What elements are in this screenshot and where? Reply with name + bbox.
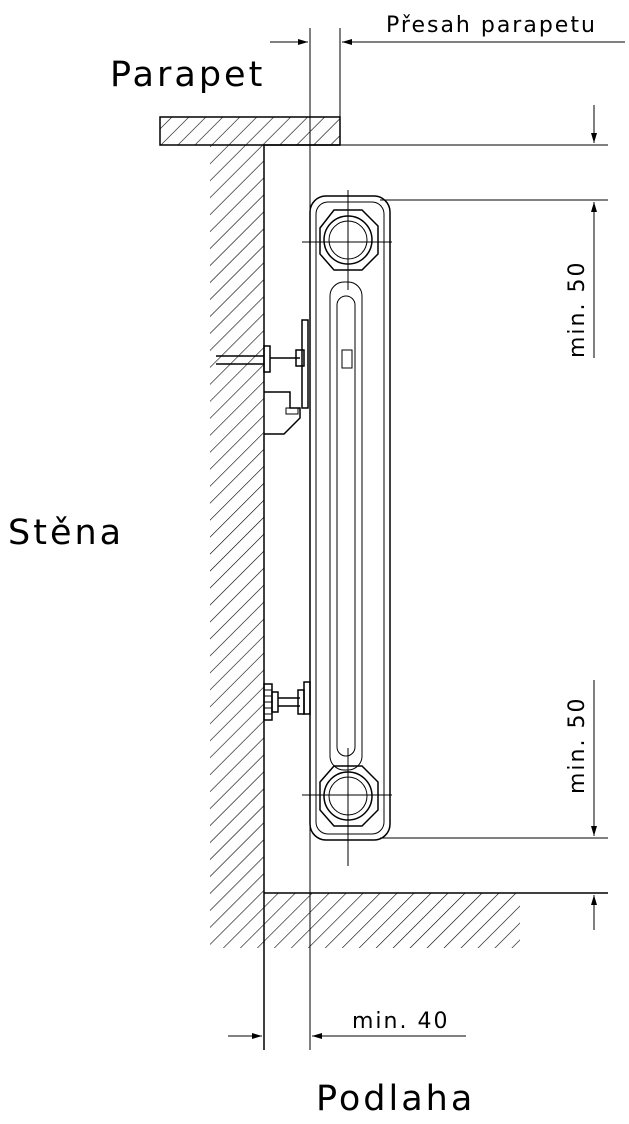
top-connection [302, 190, 392, 290]
top-bracket [216, 319, 309, 435]
bottom-connection [302, 748, 392, 866]
bottom-bracket [263, 681, 311, 721]
parapet-slab [159, 116, 341, 146]
parapet-overhang-label: Přesah parapetu [386, 13, 597, 38]
wall-label: Stěna [8, 513, 124, 553]
min-wall-label: min. 40 [352, 1009, 449, 1034]
floor-label: Podlaha [316, 1079, 475, 1119]
parapet-label: Parapet [110, 55, 265, 95]
dimension-arrows [228, 39, 597, 1039]
floor [264, 892, 608, 948]
min-bottom-label: min. 50 [565, 697, 590, 794]
radiator [302, 190, 392, 866]
min-top-label: min. 50 [565, 261, 590, 358]
